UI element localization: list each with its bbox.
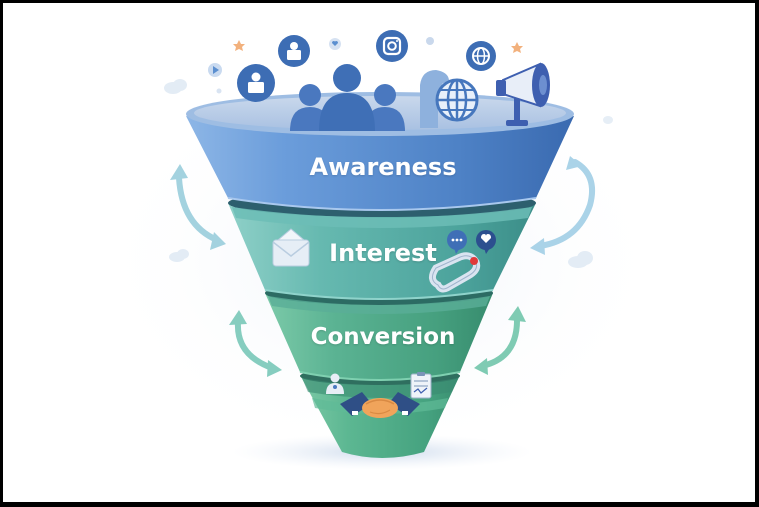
dot-decoration: [426, 37, 434, 45]
diagram-canvas: Awareness Interest Conversion: [3, 3, 755, 502]
megaphone-icon: [496, 62, 550, 126]
person-badge-icon: [237, 64, 275, 102]
funnel-diagram: [90, 30, 670, 470]
cycle-arrow-left-top-icon: [170, 164, 226, 250]
star-icon: [511, 42, 523, 53]
person-icon: [326, 373, 344, 394]
globe-icon: [435, 78, 479, 122]
people-group-icon: [290, 64, 405, 131]
cycle-arrow-right-bottom-icon: [474, 306, 526, 375]
stage-label-conversion: Conversion: [310, 324, 456, 350]
envelope-icon: [272, 228, 310, 267]
person-badge-icon: [278, 35, 310, 67]
cloud-icon: [568, 251, 593, 268]
dot-decoration: [216, 88, 222, 94]
cloud-icon: [169, 249, 189, 262]
clipboard-icon: [410, 372, 432, 399]
instagram-icon: [376, 30, 408, 62]
handshake-icon: [340, 392, 420, 418]
speech-bubble-icon: [420, 70, 449, 128]
paperclip-icon: [429, 252, 481, 293]
heart-bubble-icon: [476, 230, 496, 254]
cycle-arrow-left-bottom-icon: [229, 310, 282, 377]
cloud-icon: [164, 79, 187, 94]
chat-bubble-icon: [447, 230, 467, 254]
heart-bubble-icon: [329, 38, 341, 50]
stage-label-awareness: Awareness: [309, 153, 457, 181]
play-icon: [208, 63, 222, 77]
cycle-arrow-right-top-icon: [530, 156, 596, 255]
cloud-icon: [603, 116, 613, 124]
star-icon: [233, 40, 245, 51]
stage-label-interest: Interest: [329, 239, 437, 267]
globe-badge-icon: [466, 41, 496, 71]
